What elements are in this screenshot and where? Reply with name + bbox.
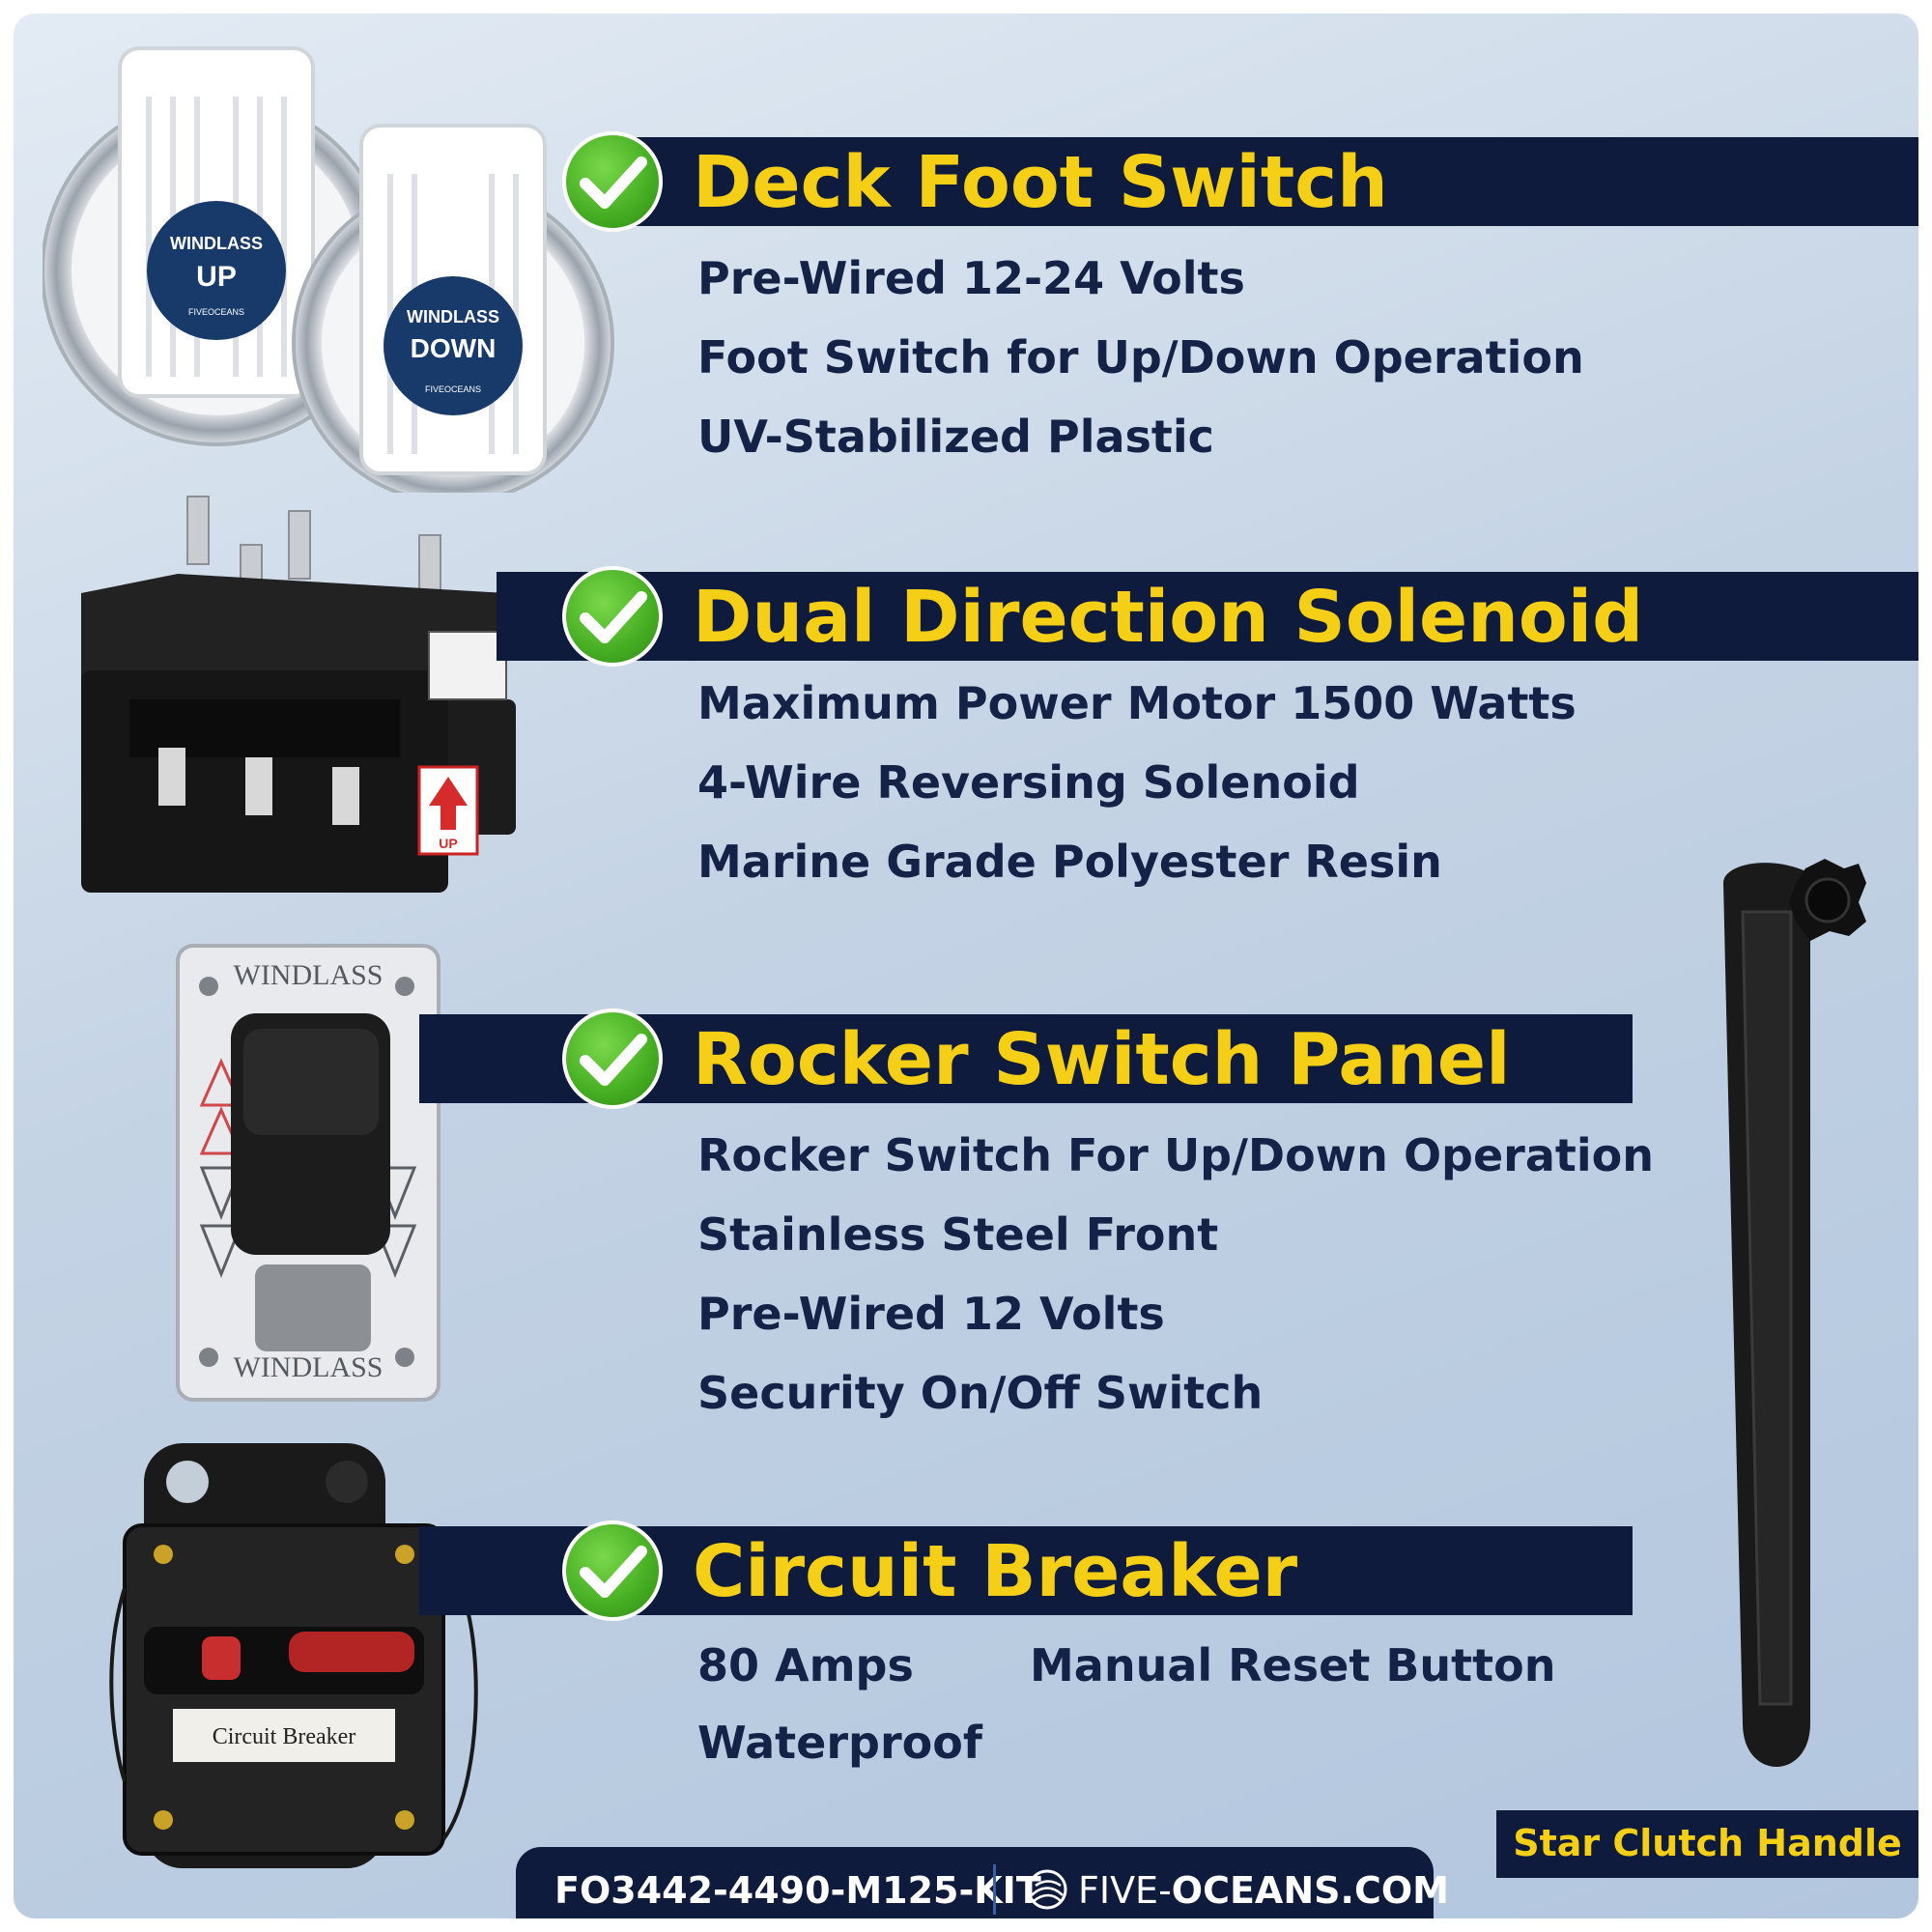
check-circle-icon [562,131,663,232]
rocker-switch-panel-image: WINDLASS WINDLASS [176,944,440,1402]
down-switch-brand: WINDLASS [407,307,499,327]
down-switch-maker: FIVEOCEANS [425,384,481,394]
feature-item: Manual Reset Button [1030,1639,1556,1691]
circuit-breaker-image: Circuit Breaker [109,1443,478,1868]
footer-bar: FO3442-4490-M125-KIT FIVE-OCEANS.COM [516,1847,1449,1918]
website-main: OCEANS.COM [1171,1869,1449,1912]
star-clutch-handle-image [1723,859,1866,1767]
up-switch-label: UP [196,261,237,293]
solenoid-up-label: UP [439,836,457,851]
check-circle-icon [562,1009,663,1109]
feature-item: Pre-Wired 12 Volts [697,1288,1165,1340]
footer-divider [993,1864,996,1915]
product-card: WINDLASS UP FIVEOCEANS WINDLASS DOWN FIV… [14,14,1918,1918]
up-foot-switch: WINDLASS UP FIVEOCEANS [43,46,392,446]
breaker-label: Circuit Breaker [213,1724,356,1749]
dual-direction-solenoid-banner [497,572,1918,661]
feature-item: Waterproof [697,1717,982,1769]
section-title: Dual Direction Solenoid [693,576,1644,659]
feature-item: 4-Wire Reversing Solenoid [697,756,1360,809]
feature-item: UV-Stabilized Plastic [697,411,1214,463]
down-foot-switch: WINDLASS DOWN FIVEOCEANS [292,124,614,493]
feature-item: 80 Amps [697,1639,914,1691]
section-title: Circuit Breaker [693,1530,1298,1613]
globe-icon [1027,1869,1067,1910]
feature-item: Foot Switch for Up/Down Operation [697,331,1584,384]
website-link[interactable]: FIVE-OCEANS.COM [1078,1868,1449,1913]
star-clutch-handle-label: Star Clutch Handle [1496,1810,1918,1878]
up-switch-brand: WINDLASS [170,234,263,253]
section-title: Rocker Switch Panel [693,1018,1511,1101]
check-circle-icon [562,566,663,667]
check-circle-icon [562,1520,663,1621]
up-switch-maker: FIVEOCEANS [188,307,244,317]
feature-item: Marine Grade Polyester Resin [697,836,1442,888]
handle-label-text: Star Clutch Handle [1513,1822,1902,1864]
deck-foot-switch-image: WINDLASS UP FIVEOCEANS WINDLASS DOWN FIV… [43,46,614,493]
solenoid-image: UP [81,496,516,893]
panel-bottom-label: WINDLASS [234,1351,384,1383]
website-prefix: FIVE- [1078,1869,1172,1912]
feature-item: Rocker Switch For Up/Down Operation [697,1129,1655,1181]
deck-foot-switch-banner [612,137,1918,226]
panel-top-label: WINDLASS [234,959,384,991]
feature-item: Security On/Off Switch [697,1367,1264,1419]
down-switch-label: DOWN [411,333,497,363]
feature-item: Stainless Steel Front [697,1208,1219,1261]
sku-code: FO3442-4490-M125-KIT [554,1869,1041,1912]
section-title: Deck Foot Switch [693,141,1388,224]
feature-item: Maximum Power Motor 1500 Watts [697,677,1577,729]
feature-item: Pre-Wired 12-24 Volts [697,252,1245,304]
